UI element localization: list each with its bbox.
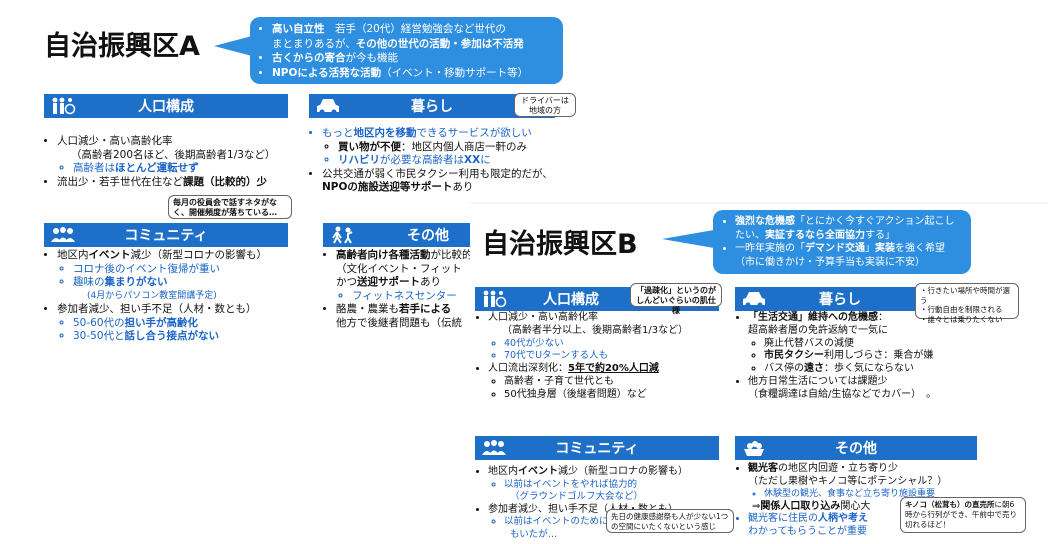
harvest-icon	[735, 439, 773, 457]
b-life-panel: 暮らし 「生活交通」維持への危機感：超高齢者層の免許返納で一気に 廃止代替バスの…	[735, 287, 977, 407]
a-life-note: ドライバーは地域の方	[514, 93, 576, 117]
a-community-panel: コミュニティ 地区内イベント減少（新型コロナの影響も） コロナ後のイベント復帰が…	[44, 223, 288, 342]
people-icon	[44, 97, 82, 115]
b-population-panel: 人口構成 人口減少・高い高齢化率（高齢者半分以上、後期高齢者1/3など） 40代…	[475, 287, 719, 407]
a-title: 自治振興区A	[44, 31, 200, 62]
b-community-body: 地区内イベント減少（新型コロナの影響も） 以前はイベントをやれば協力的（グラウン…	[475, 460, 719, 542]
a-other-panel: その他 高齢者向け各種活動が比較的（文化イベント・フィットかつ送迎サポートあり …	[323, 223, 473, 343]
b-population-note: 「過疎化」というのがしんどいぐらいの肌仕様	[630, 283, 722, 315]
b-overlay-top	[470, 204, 1048, 212]
b-other-note: キノコ（松茸も）の直売所に朝6時から行列ができ、午前中で売り切れるほど！	[900, 497, 1026, 533]
a-population-panel: 人口構成 人口減少・高い高齢化率（高齢者200名ほど、後期高齢者1/3など） 高…	[44, 94, 288, 206]
b-community-panel: コミュニティ 地区内イベント減少（新型コロナの影響も） 以前はイベントをやれば協…	[475, 436, 719, 540]
a-population-body: 人口減少・高い高齢化率（高齢者200名ほど、後期高齢者1/3など） 高齢者はほと…	[44, 118, 288, 189]
a-population-note: 毎月の役員会で話すネタがなく、開催頻度が落ちている…	[168, 195, 292, 219]
a-community-header: コミュニティ	[44, 223, 288, 247]
car-icon	[309, 97, 347, 115]
a-callout-tail	[214, 36, 252, 56]
a-other-header: その他	[323, 223, 473, 247]
car-icon	[735, 290, 773, 308]
b-callout: 強烈な危機感「とにかく今すぐアクション起こしたい、実証するなら全面協力する」 一…	[713, 210, 971, 274]
b-other-header: その他	[735, 436, 977, 460]
b-life-note: ・行きたい場所や時間が選う ・行動自由を制限される ・誰々とは乗りたくない	[915, 283, 1019, 324]
b-life-body: 「生活交通」維持への危機感：超高齢者層の免許返納で一気に 廃止代替バスの減便 市…	[735, 311, 977, 402]
a-population-header: 人口構成	[44, 94, 288, 118]
activity-icon	[323, 226, 361, 244]
b-population-body: 人口減少・高い高齢化率（高齢者半分以上、後期高齢者1/3など） 40代が少ない …	[475, 311, 719, 402]
b-other-panel: その他 観光客の地区内回遊・立ち寄り少（ただし果樹やキノコ等にポテンシャル？） …	[735, 436, 977, 540]
b-title: 自治振興区B	[482, 229, 638, 260]
a-community-body: 地区内イベント減少（新型コロナの影響も） コロナ後のイベント復帰が重い 趣味の集…	[44, 247, 288, 344]
b-other-body: 観光客の地区内回遊・立ち寄り少（ただし果樹やキノコ等にポテンシャル？） 休験型の…	[735, 460, 977, 539]
people-icon	[475, 290, 513, 308]
b-community-header: コミュニティ	[475, 436, 719, 460]
a-callout: 高い自立性 若手（20代）経営勉強会など世代のまとまりあるが、その他の世代の活動…	[250, 17, 563, 84]
b-community-note: 先日の健康感謝祭も人が少ない1つの空間にいたくないという感じ	[606, 509, 734, 533]
a-life-body: もっと地区内を移動できるサービスが欲しい 買い物が不便：地区内個人商店一軒のみ …	[309, 118, 555, 195]
community-icon	[475, 439, 513, 457]
b-callout-tail	[662, 230, 714, 248]
community-icon	[44, 226, 82, 244]
